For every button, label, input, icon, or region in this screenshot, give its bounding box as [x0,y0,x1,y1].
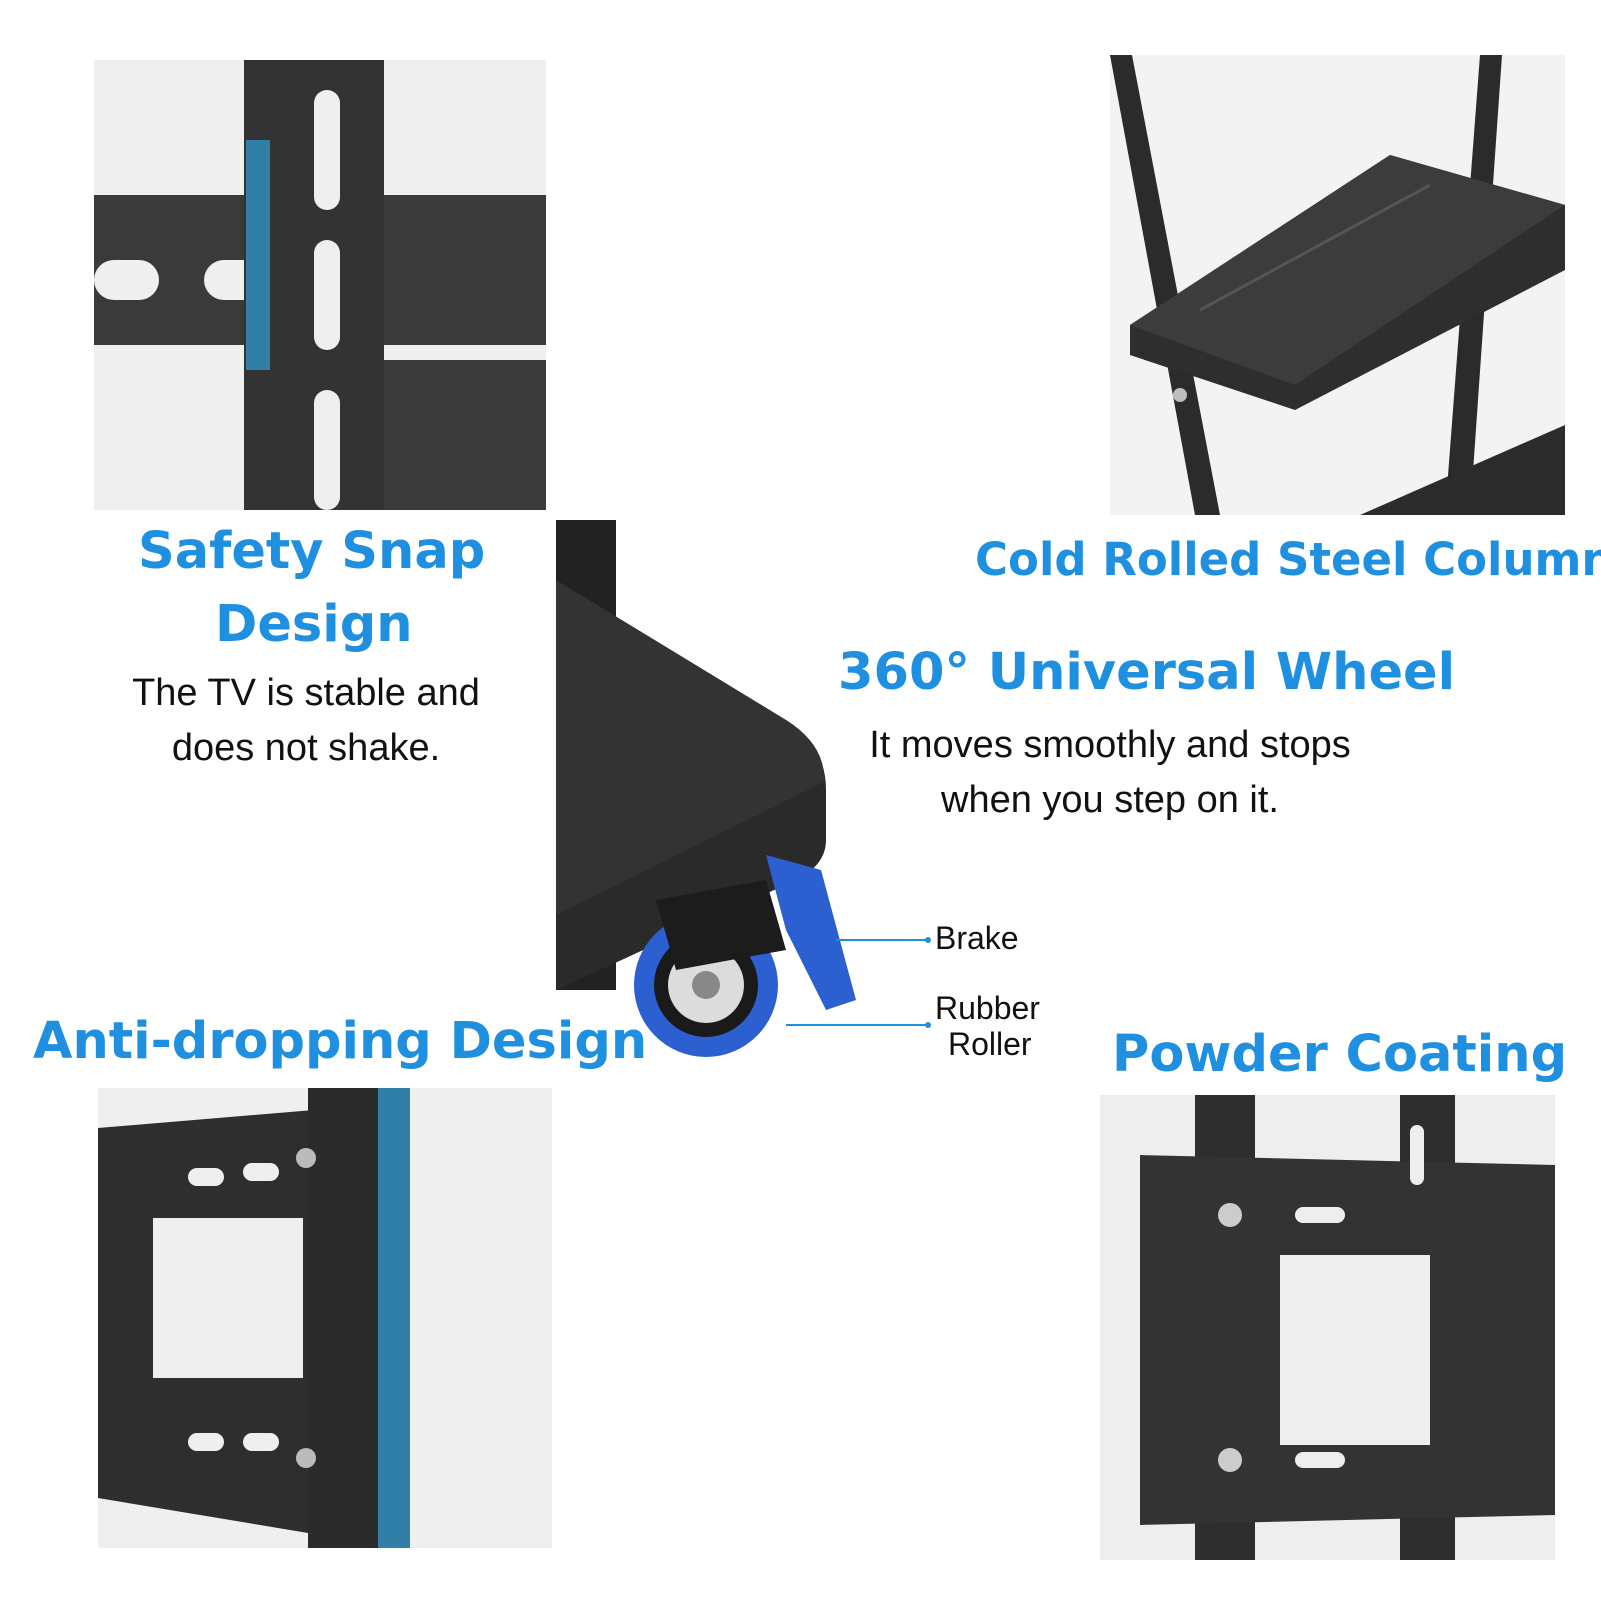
safety-snap-desc-line2: does not shake. [171,727,441,769]
safety-snap-title-line1: Safety Snap [138,522,486,581]
wheel-desc-line1: It moves smoothly and stops [869,724,1351,766]
wheel-desc-line2: when you step on it. [941,779,1279,821]
wheel-photo [556,520,1092,1080]
cold-rolled-title: Cold Rolled Steel Column [975,533,1601,586]
rubber-roller-label-line2: Roller [948,1026,1032,1062]
vesa-plate-illustration [1100,1095,1555,1560]
wheel-title: 360° Universal Wheel [838,643,1456,702]
shelf-illustration [1110,55,1565,515]
steel-column-photo [1110,55,1565,515]
powder-coating-title: Powder Coating [1112,1025,1568,1084]
safety-snap-title-line2: Design [215,595,413,654]
caster-illustration [556,520,931,1057]
bracket-side-illustration [98,1088,552,1548]
safety-snap-photo [94,60,546,510]
safety-snap-desc-line1: The TV is stable and [132,672,480,714]
rubber-roller-label-line1: Rubber [935,990,1040,1026]
anti-dropping-title: Anti-dropping Design [33,1012,648,1071]
brake-label: Brake [935,920,1019,956]
bracket-closeup-illustration [94,60,546,510]
powder-coating-photo [1100,1095,1555,1560]
anti-dropping-photo [98,1088,552,1548]
